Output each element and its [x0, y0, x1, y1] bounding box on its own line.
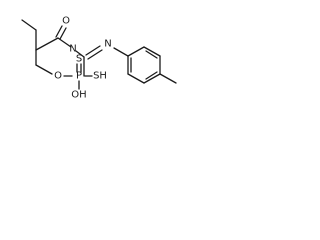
bond-carbonyl-double-b: [59, 27, 67, 40]
bond-chain-to-carbonyl: [35, 37, 59, 51]
bonds: [21, 19, 177, 90]
bond-imine-double-b: [87, 49, 103, 60]
bond-carbonyl-double-a: [55, 25, 63, 38]
atom-s-thiol: SH: [93, 71, 107, 82]
atom-o-hydroxyl: OH: [71, 90, 86, 101]
bond-carbonyl-to-n: [57, 37, 72, 48]
bond-imine-double-a: [85, 45, 101, 56]
bond-n-to-ring: [113, 47, 129, 57]
atom-labels: O N N O P S SH OH: [54, 16, 112, 101]
ring-double-inner-1: [145, 50, 158, 59]
ring-double-inner-2: [145, 71, 158, 80]
ring-bond-2: [143, 46, 161, 57]
atom-n-amide: N: [69, 44, 76, 55]
atom-n-imine: N: [104, 39, 111, 50]
ring-bond-5: [127, 73, 145, 84]
ring-bond-1: [127, 46, 145, 57]
ring-bond-4: [143, 73, 161, 84]
atom-o-carbonyl: O: [62, 16, 70, 27]
bond-ethyl-terminal: [21, 19, 37, 31]
bond-ch2-to-o: [35, 64, 53, 75]
chemical-structure-diagram: O N N O P S SH OH: [21, 16, 177, 101]
atom-s-double: S: [76, 54, 82, 65]
bond-n-to-imine-carbon: [75, 50, 85, 58]
bond-ring-methyl: [159, 73, 177, 84]
atom-o-ester: O: [54, 71, 62, 82]
atom-p: P: [76, 71, 82, 82]
